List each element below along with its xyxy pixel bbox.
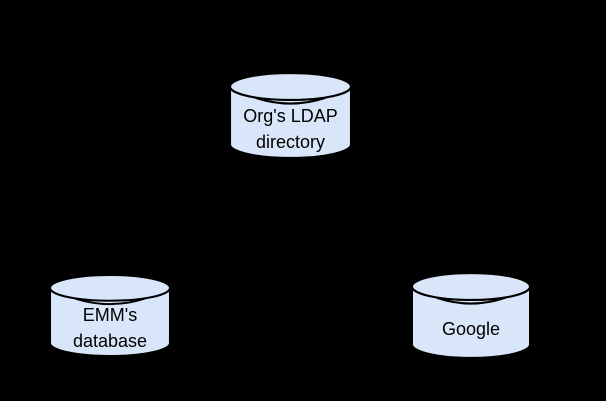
node-label-emm-database: EMM's database [49, 304, 171, 352]
cylinder-top-ellipse [411, 272, 531, 301]
database-cylinder-icon [229, 72, 352, 159]
node-label-google: Google [411, 303, 531, 353]
label-line: EMM's [82, 304, 138, 325]
node-emm-database: EMM's database [49, 274, 171, 357]
database-cylinder-icon [411, 272, 531, 359]
cylinder-top-ellipse [229, 72, 352, 101]
cylinder-rim-line [436, 296, 506, 305]
node-label-org-ldap-directory: Org's LDAP directory [229, 103, 352, 153]
label-line: Google [441, 318, 501, 339]
database-cylinder-icon [49, 274, 171, 357]
label-line: database [72, 330, 148, 351]
node-org-ldap-directory: Org's LDAP directory [229, 72, 352, 159]
node-google: Google [411, 272, 531, 359]
cylinder-top-ellipse [49, 274, 171, 302]
label-line: directory [255, 131, 326, 152]
cylinder-rim-line [75, 297, 145, 306]
cylinder-rim-line [255, 96, 326, 105]
label-line: Org's LDAP [243, 105, 338, 126]
